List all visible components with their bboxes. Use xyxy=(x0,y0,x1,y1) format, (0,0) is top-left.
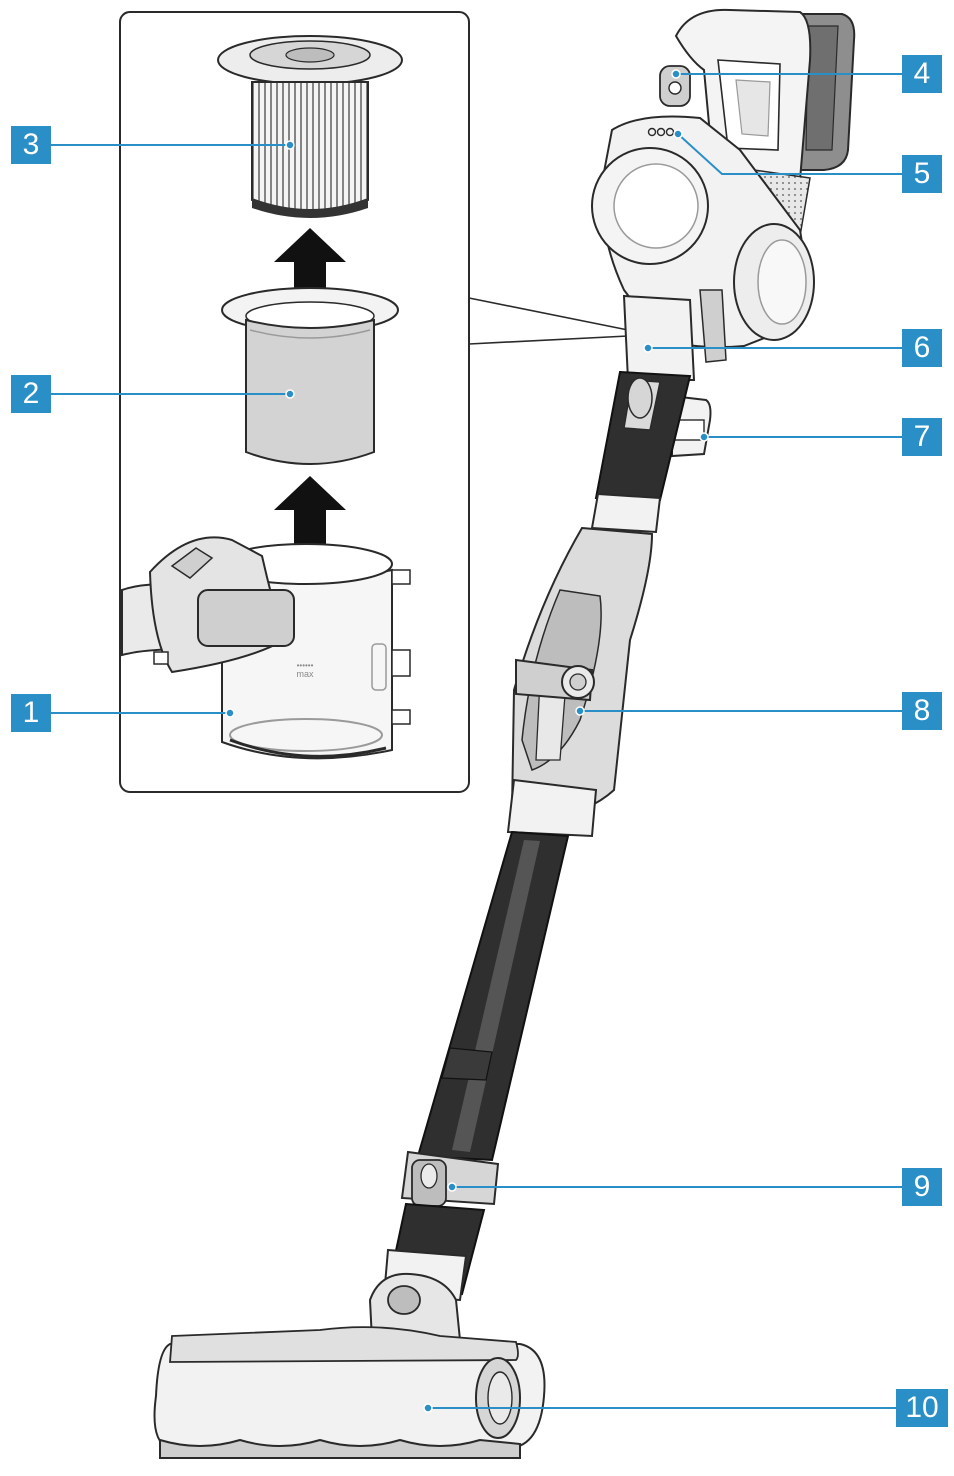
leader-dot-7 xyxy=(699,432,709,442)
leader-dot-1 xyxy=(225,708,235,718)
callout-5: 5 xyxy=(902,155,942,193)
callout-8: 8 xyxy=(902,692,942,730)
up-arrow-icon xyxy=(274,476,346,566)
flexible-joint xyxy=(506,526,654,838)
extension-tube xyxy=(416,830,570,1162)
leader-dot-10 xyxy=(423,1403,433,1413)
leader-dot-6 xyxy=(643,343,653,353)
detail-inset: max •••••• xyxy=(119,11,629,793)
leader-dot-8 xyxy=(575,706,585,716)
callout-7: 7 xyxy=(902,418,942,456)
dust-container: max •••••• xyxy=(121,536,411,760)
callout-2: 2 xyxy=(11,375,51,413)
callout-10: 10 xyxy=(896,1389,948,1427)
vacuum-main-unit xyxy=(591,8,856,381)
leader-lines xyxy=(51,69,902,1413)
zoom-connector-lower xyxy=(468,335,629,345)
leader-line-5 xyxy=(677,133,902,175)
battery-indicator-leds xyxy=(647,127,675,137)
floor-nozzle xyxy=(153,1326,546,1459)
fine-filter xyxy=(217,35,403,218)
nozzle-release-collar xyxy=(400,1150,500,1207)
callout-9: 9 xyxy=(902,1168,942,1206)
leader-dot-4 xyxy=(671,69,681,79)
up-arrow-icon xyxy=(274,228,346,312)
max-fill-marking: max xyxy=(296,669,314,679)
leader-dot-2 xyxy=(285,389,295,399)
nozzle-neck xyxy=(368,1202,486,1341)
leader-dot-3 xyxy=(285,140,295,150)
pre-filter xyxy=(221,287,399,465)
callout-3: 3 xyxy=(11,126,51,164)
leader-dot-9 xyxy=(447,1182,457,1192)
svg-text:••••••: •••••• xyxy=(297,661,314,670)
callout-6: 6 xyxy=(902,329,942,367)
callout-4: 4 xyxy=(902,55,942,93)
leader-dot-5 xyxy=(673,129,683,139)
callout-1: 1 xyxy=(11,694,51,732)
zoom-connector-upper xyxy=(468,297,629,331)
upper-tube xyxy=(590,370,692,534)
